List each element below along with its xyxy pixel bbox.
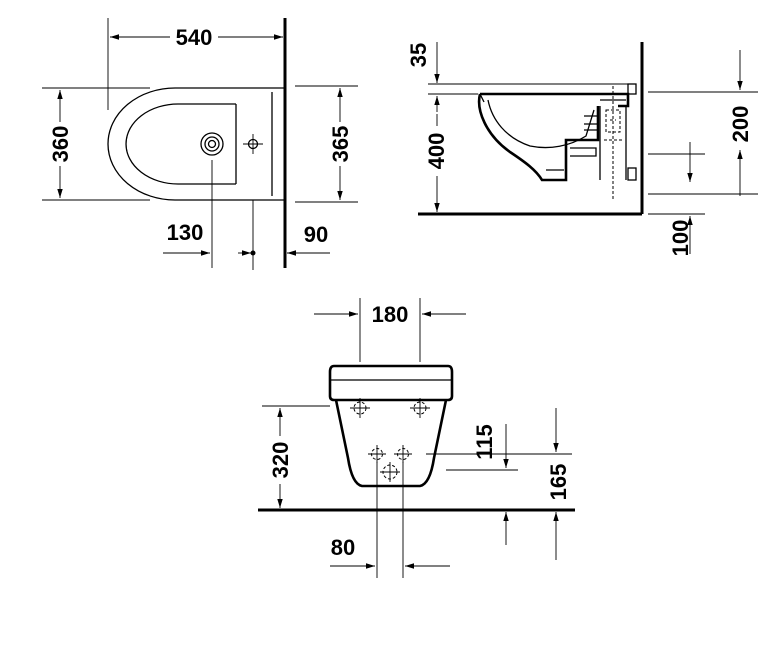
dim-label-400: 400 (424, 133, 449, 170)
top-view-bowl-inner (125, 103, 236, 185)
dim-label-180: 180 (372, 302, 409, 327)
top-view: 540 360 365 130 90 (42, 18, 358, 270)
tap-hole-icon (243, 134, 263, 154)
side-view-fixing-detail (604, 109, 624, 141)
front-view-rim (328, 364, 454, 402)
dim-label-90: 90 (304, 222, 328, 247)
fixing-bolt-lower-left-icon (368, 445, 386, 463)
fixing-bolt-upper-right-icon (410, 398, 430, 418)
dim-label-365: 365 (328, 126, 353, 163)
side-view-bowl (477, 92, 630, 182)
dim-label-360: 360 (48, 126, 73, 163)
front-view-bowl (334, 399, 448, 488)
hole-marker-dot (250, 250, 256, 256)
dim-label-100: 100 (668, 220, 693, 257)
top-view-bowl-outline (107, 87, 285, 201)
dim-label-35: 35 (406, 43, 431, 67)
dim-label-540: 540 (176, 25, 213, 50)
fixing-bolt-lower-right-icon (394, 445, 412, 463)
dim-label-80: 80 (331, 535, 355, 560)
dim-label-320: 320 (268, 442, 293, 479)
fixing-bolt-upper-left-icon (350, 398, 370, 418)
front-view: 180 320 115 165 80 (258, 298, 575, 578)
mounting-bracket-top (627, 83, 637, 95)
dim-label-130: 130 (167, 220, 204, 245)
side-view-bowl-inner (487, 99, 595, 149)
drain-outlet-icon (380, 462, 400, 482)
mounting-bracket-bottom (627, 167, 637, 181)
drain-icon (200, 132, 224, 156)
dim-label-165: 165 (546, 464, 571, 501)
side-view: 35 400 200 100 (406, 42, 758, 256)
dim-label-200: 200 (728, 106, 753, 143)
